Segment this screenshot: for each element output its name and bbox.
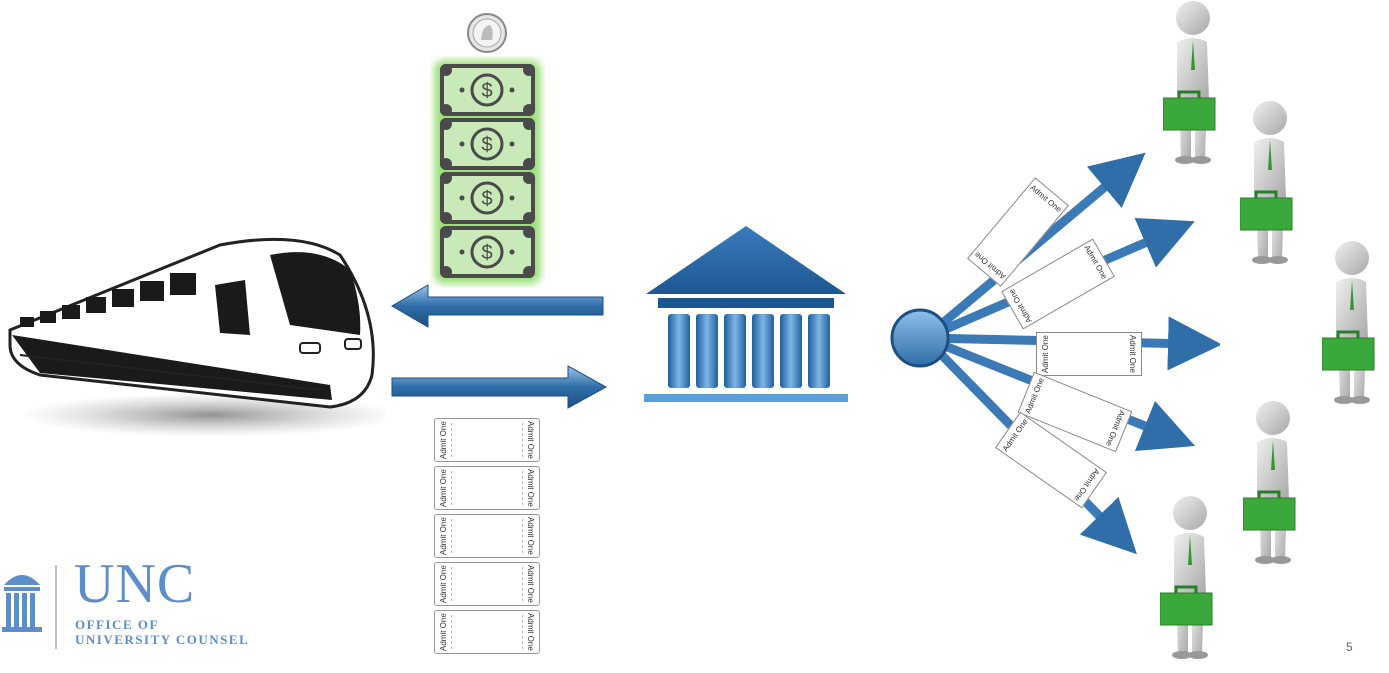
train-image [8, 237, 385, 437]
person-with-briefcase-icon [1240, 100, 1294, 266]
person-with-briefcase-icon [1322, 240, 1376, 406]
money-stack-icon: $ [434, 60, 541, 284]
logo-divider [55, 565, 57, 649]
logo-unc-text: UNC [74, 553, 196, 615]
arrow-right-train-to-bank [391, 365, 608, 409]
person-with-briefcase-icon [1243, 400, 1297, 566]
person-with-briefcase-icon [1160, 495, 1214, 661]
logo-line2: UNIVERSITY COUNSEL [75, 632, 250, 647]
arrow-left-money-to-train [391, 284, 604, 328]
logo-line1: OFFICE OF [75, 617, 159, 632]
quarter-coin-icon [467, 13, 507, 53]
page-number: 5 [1346, 640, 1353, 654]
person-with-briefcase-icon [1163, 0, 1217, 166]
old-well-logo-icon [2, 575, 42, 632]
bank-icon [644, 226, 848, 402]
svg-text:$: $ [481, 80, 492, 102]
